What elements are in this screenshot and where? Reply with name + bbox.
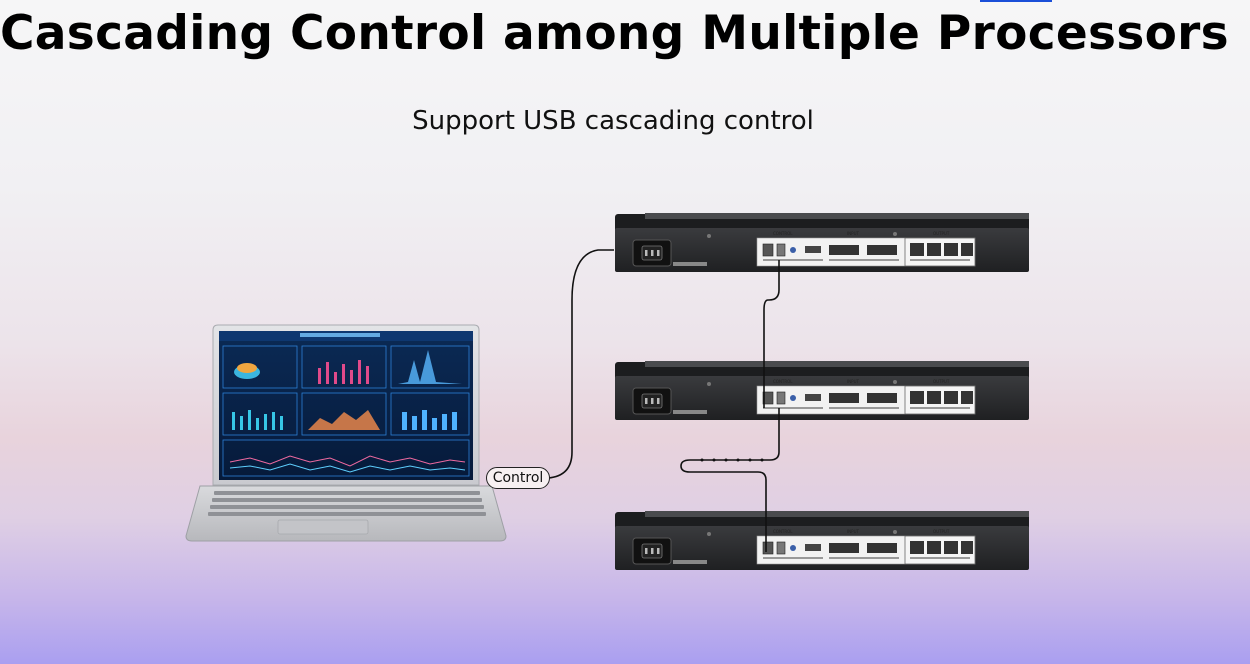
control-cable	[547, 249, 614, 479]
panel-label-control: CONTROL	[773, 379, 793, 384]
laptop	[185, 324, 507, 542]
control-label: Control	[486, 467, 550, 489]
page-subtitle: Support USB cascading control	[412, 106, 814, 136]
panel-label-output: OUTPUT	[933, 231, 950, 236]
panel-label-input: INPUT	[847, 231, 860, 236]
panel-label-output: OUTPUT	[933, 379, 950, 384]
panel-label-control: CONTROL	[773, 231, 793, 236]
cascade-ellipsis	[700, 458, 764, 462]
panel-label-control: CONTROL	[773, 529, 793, 534]
panel-label-input: INPUT	[847, 529, 860, 534]
panel-label-output: OUTPUT	[933, 529, 950, 534]
top-link-underline[interactable]	[980, 0, 1052, 2]
panel-label-input: INPUT	[847, 379, 860, 384]
page-title: Cascading Control among Multiple Process…	[0, 6, 1229, 61]
processor-2: CONTROL INPUT OUTPUT	[614, 360, 1030, 421]
processor-1: CONTROL INPUT OUTPUT	[614, 212, 1030, 273]
processor-3: CONTROL INPUT OUTPUT	[614, 510, 1030, 571]
cascade-cable	[680, 260, 780, 552]
